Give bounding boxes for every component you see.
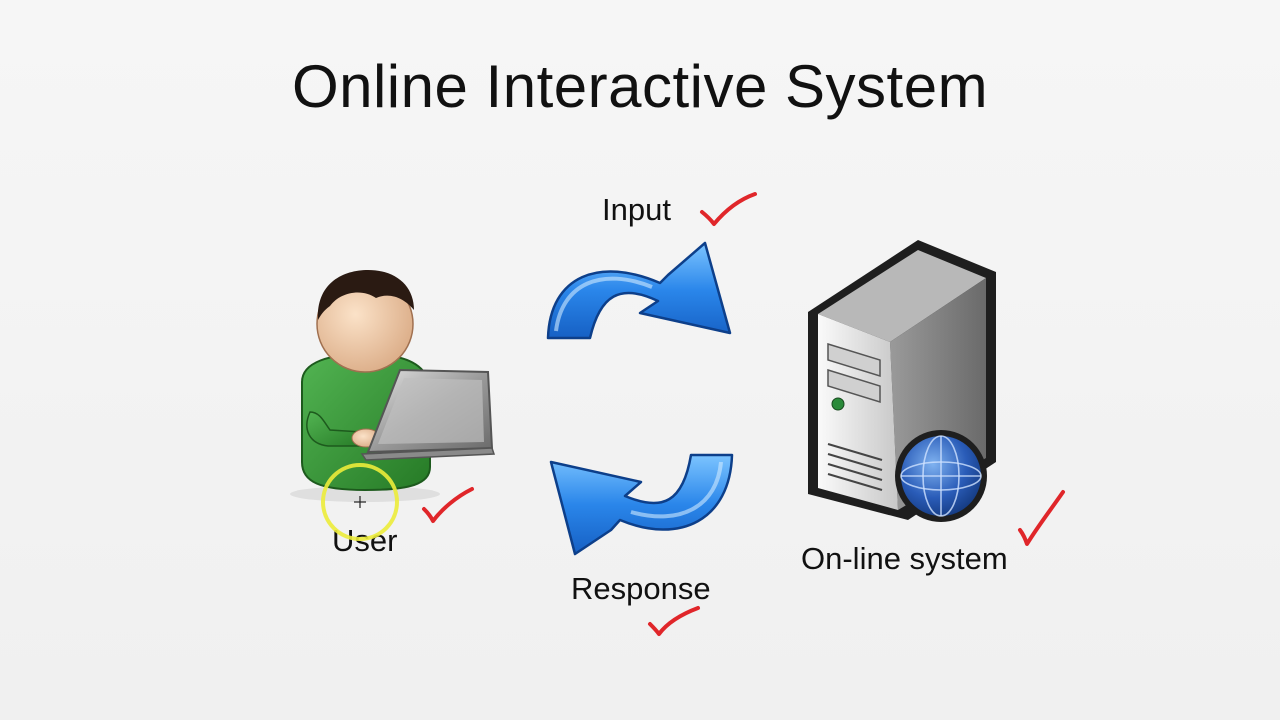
cursor-highlight	[321, 463, 399, 541]
input-label: Input	[602, 192, 671, 227]
slide-title: Online Interactive System	[291, 53, 989, 120]
curved-arrow-right-icon	[546, 241, 732, 340]
checkmark-icon-user	[422, 487, 474, 523]
checkmark-icon-system	[1018, 490, 1065, 546]
checkmark-icon-response	[648, 606, 700, 636]
response-label: Response	[571, 571, 711, 606]
system-label: On-line system	[801, 541, 1008, 576]
curved-arrow-left-icon	[549, 453, 734, 556]
server-with-globe-icon	[808, 240, 996, 522]
person-with-laptop-icon	[290, 270, 496, 502]
checkmark-icon-input	[700, 192, 757, 226]
